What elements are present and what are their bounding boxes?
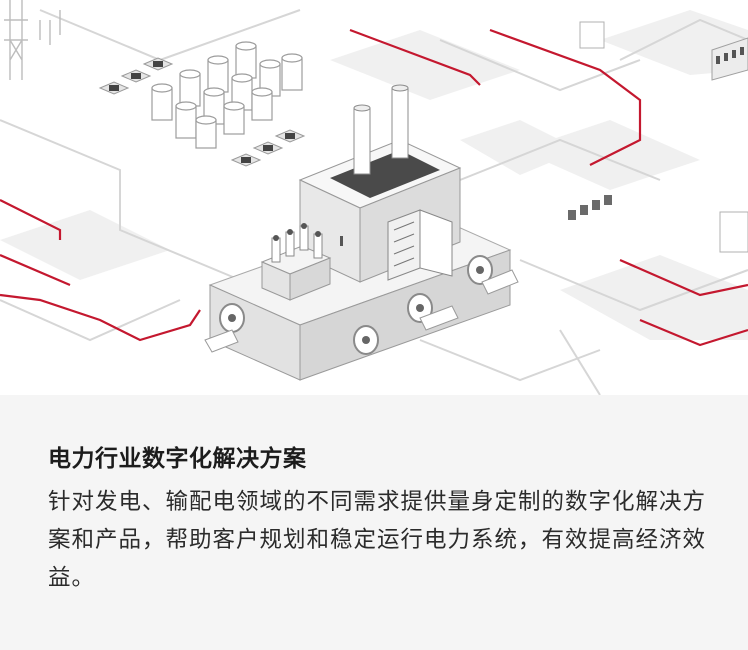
insulator-unit-icon — [260, 223, 332, 301]
power-plant-illustration — [0, 0, 748, 395]
transformer-building — [298, 84, 462, 283]
card-title[interactable]: 电力行业数字化解决方案 — [48, 446, 307, 472]
power-tower-icon — [4, 0, 61, 80]
server-rack-icon — [568, 21, 748, 253]
card-description: 针对发电、输配电领域的不同需求提供量身定制的数字化解决方案和产品，帮助客户规划和… — [48, 489, 707, 591]
plug-connectors — [204, 269, 519, 353]
hero-illustration — [0, 0, 748, 395]
text-panel: 电力行业数字化解决方案 针对发电、输配电领域的不同需求提供量身定制的数字化解决方… — [0, 395, 748, 650]
capacitor-bank-icon — [151, 41, 303, 149]
chip-icons — [98, 57, 306, 167]
red-circuit-lines — [0, 28, 748, 347]
